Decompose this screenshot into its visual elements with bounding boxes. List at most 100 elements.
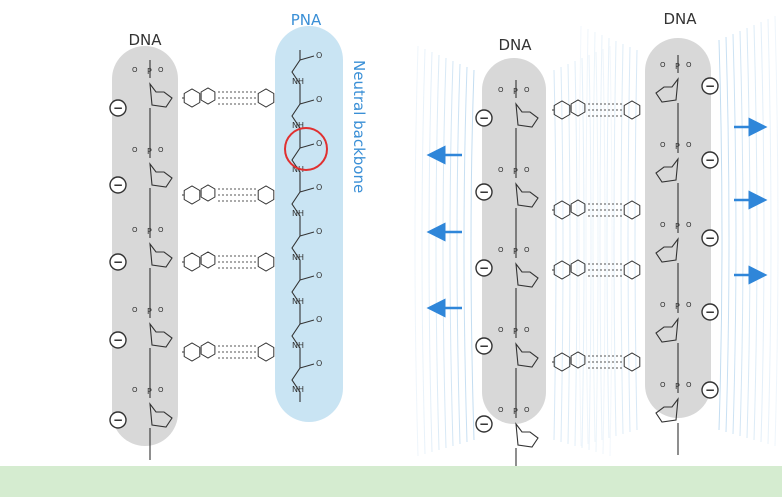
pna-oxygen: O bbox=[316, 95, 322, 104]
carbonyl-bond bbox=[299, 55, 315, 61]
oxygen-label: O bbox=[158, 306, 164, 314]
negative-charge-icon bbox=[701, 151, 719, 169]
base-ring bbox=[623, 200, 641, 220]
oxygen-label: O bbox=[686, 141, 692, 149]
negative-charge-sign: − bbox=[479, 417, 489, 431]
base-ring bbox=[183, 342, 201, 362]
negative-charge-icon bbox=[701, 229, 719, 247]
oxygen-label: O bbox=[158, 226, 164, 234]
base-ring bbox=[257, 185, 275, 205]
negative-charge-icon bbox=[701, 77, 719, 95]
field-line bbox=[588, 54, 592, 451]
oxygen-label: O bbox=[660, 381, 666, 389]
negative-charge-sign: − bbox=[113, 101, 123, 115]
backbone-path bbox=[655, 55, 679, 455]
oxygen-label: O bbox=[132, 146, 138, 154]
oxygen-label: O bbox=[158, 386, 164, 394]
oxygen-label: O bbox=[686, 381, 692, 389]
oxygen-label: O bbox=[132, 66, 138, 74]
negative-charge-icon bbox=[109, 176, 127, 194]
backbone-path bbox=[515, 80, 539, 466]
base-ring bbox=[183, 185, 201, 205]
pna-oxygen: O bbox=[316, 359, 322, 368]
neutral-backbone-label: Neutral backbone bbox=[350, 60, 368, 193]
field-line bbox=[553, 69, 557, 441]
negative-charge-icon bbox=[475, 337, 493, 355]
oxygen-label: O bbox=[524, 326, 530, 334]
field-line bbox=[428, 51, 433, 453]
base-ring bbox=[257, 252, 275, 272]
highlight-circle bbox=[284, 127, 328, 171]
negative-charge-sign: − bbox=[705, 383, 715, 397]
field-line bbox=[421, 48, 426, 455]
field-line bbox=[627, 46, 631, 433]
field-line bbox=[567, 63, 571, 445]
pna-oxygen: O bbox=[316, 139, 322, 148]
oxygen-label: O bbox=[524, 166, 530, 174]
backbone-path bbox=[149, 60, 173, 460]
field-line bbox=[574, 60, 578, 447]
field-line bbox=[760, 21, 765, 443]
base-ring bbox=[570, 351, 586, 369]
negative-charge-sign: − bbox=[479, 339, 489, 353]
field-line bbox=[414, 45, 419, 457]
field-line bbox=[470, 69, 475, 441]
negative-charge-icon bbox=[475, 109, 493, 127]
repulsion-arrows bbox=[426, 117, 768, 318]
field-line bbox=[634, 49, 638, 431]
field-line bbox=[463, 66, 468, 443]
oxygen-label: O bbox=[686, 301, 692, 309]
field-line bbox=[767, 18, 772, 445]
field-line bbox=[581, 57, 585, 449]
pna-oxygen: O bbox=[316, 183, 322, 192]
carbonyl-bond bbox=[299, 275, 315, 281]
negative-charge-sign: − bbox=[479, 111, 489, 125]
field-line bbox=[620, 43, 624, 435]
negative-charge-icon bbox=[475, 259, 493, 277]
negative-charge-sign: − bbox=[705, 79, 715, 93]
base-ring bbox=[200, 184, 216, 202]
oxygen-label: O bbox=[524, 246, 530, 254]
negative-charge-sign: − bbox=[113, 333, 123, 347]
negative-charge-icon bbox=[701, 381, 719, 399]
field-line bbox=[718, 39, 723, 431]
base-ring bbox=[570, 259, 586, 277]
oxygen-label: O bbox=[132, 226, 138, 234]
base-pairs bbox=[182, 87, 641, 372]
field-line bbox=[609, 45, 613, 457]
carbonyl-bond bbox=[299, 187, 315, 193]
oxygen-label: O bbox=[158, 66, 164, 74]
base-ring bbox=[553, 260, 571, 280]
base-ring bbox=[553, 100, 571, 120]
right-panel-left-dna-label: DNA bbox=[498, 36, 532, 54]
base-ring bbox=[570, 99, 586, 117]
negative-charge-icon bbox=[109, 253, 127, 271]
oxygen-label: O bbox=[660, 221, 666, 229]
base-ring bbox=[623, 260, 641, 280]
phosphate-charges: −−−−−−−−−−−−−−− bbox=[109, 77, 719, 433]
negative-charge-sign: − bbox=[113, 255, 123, 269]
field-line bbox=[456, 63, 461, 445]
negative-charge-sign: − bbox=[113, 413, 123, 427]
negative-charge-icon bbox=[475, 183, 493, 201]
field-line bbox=[595, 51, 599, 453]
oxygen-label: O bbox=[498, 246, 504, 254]
negative-charge-icon bbox=[109, 411, 127, 429]
pna-strand bbox=[275, 26, 343, 422]
oxygen-label: O bbox=[498, 326, 504, 334]
field-line bbox=[732, 33, 737, 435]
base-ring bbox=[257, 342, 275, 362]
base-ring bbox=[570, 199, 586, 217]
base-ring bbox=[623, 100, 641, 120]
base-ring bbox=[623, 352, 641, 372]
pna-chain-path bbox=[291, 50, 301, 402]
left-dna-label: DNA bbox=[128, 31, 162, 49]
negative-charge-sign: − bbox=[705, 153, 715, 167]
carbonyl-bond bbox=[299, 99, 315, 105]
negative-charge-icon bbox=[475, 415, 493, 433]
oxygen-label: O bbox=[686, 61, 692, 69]
